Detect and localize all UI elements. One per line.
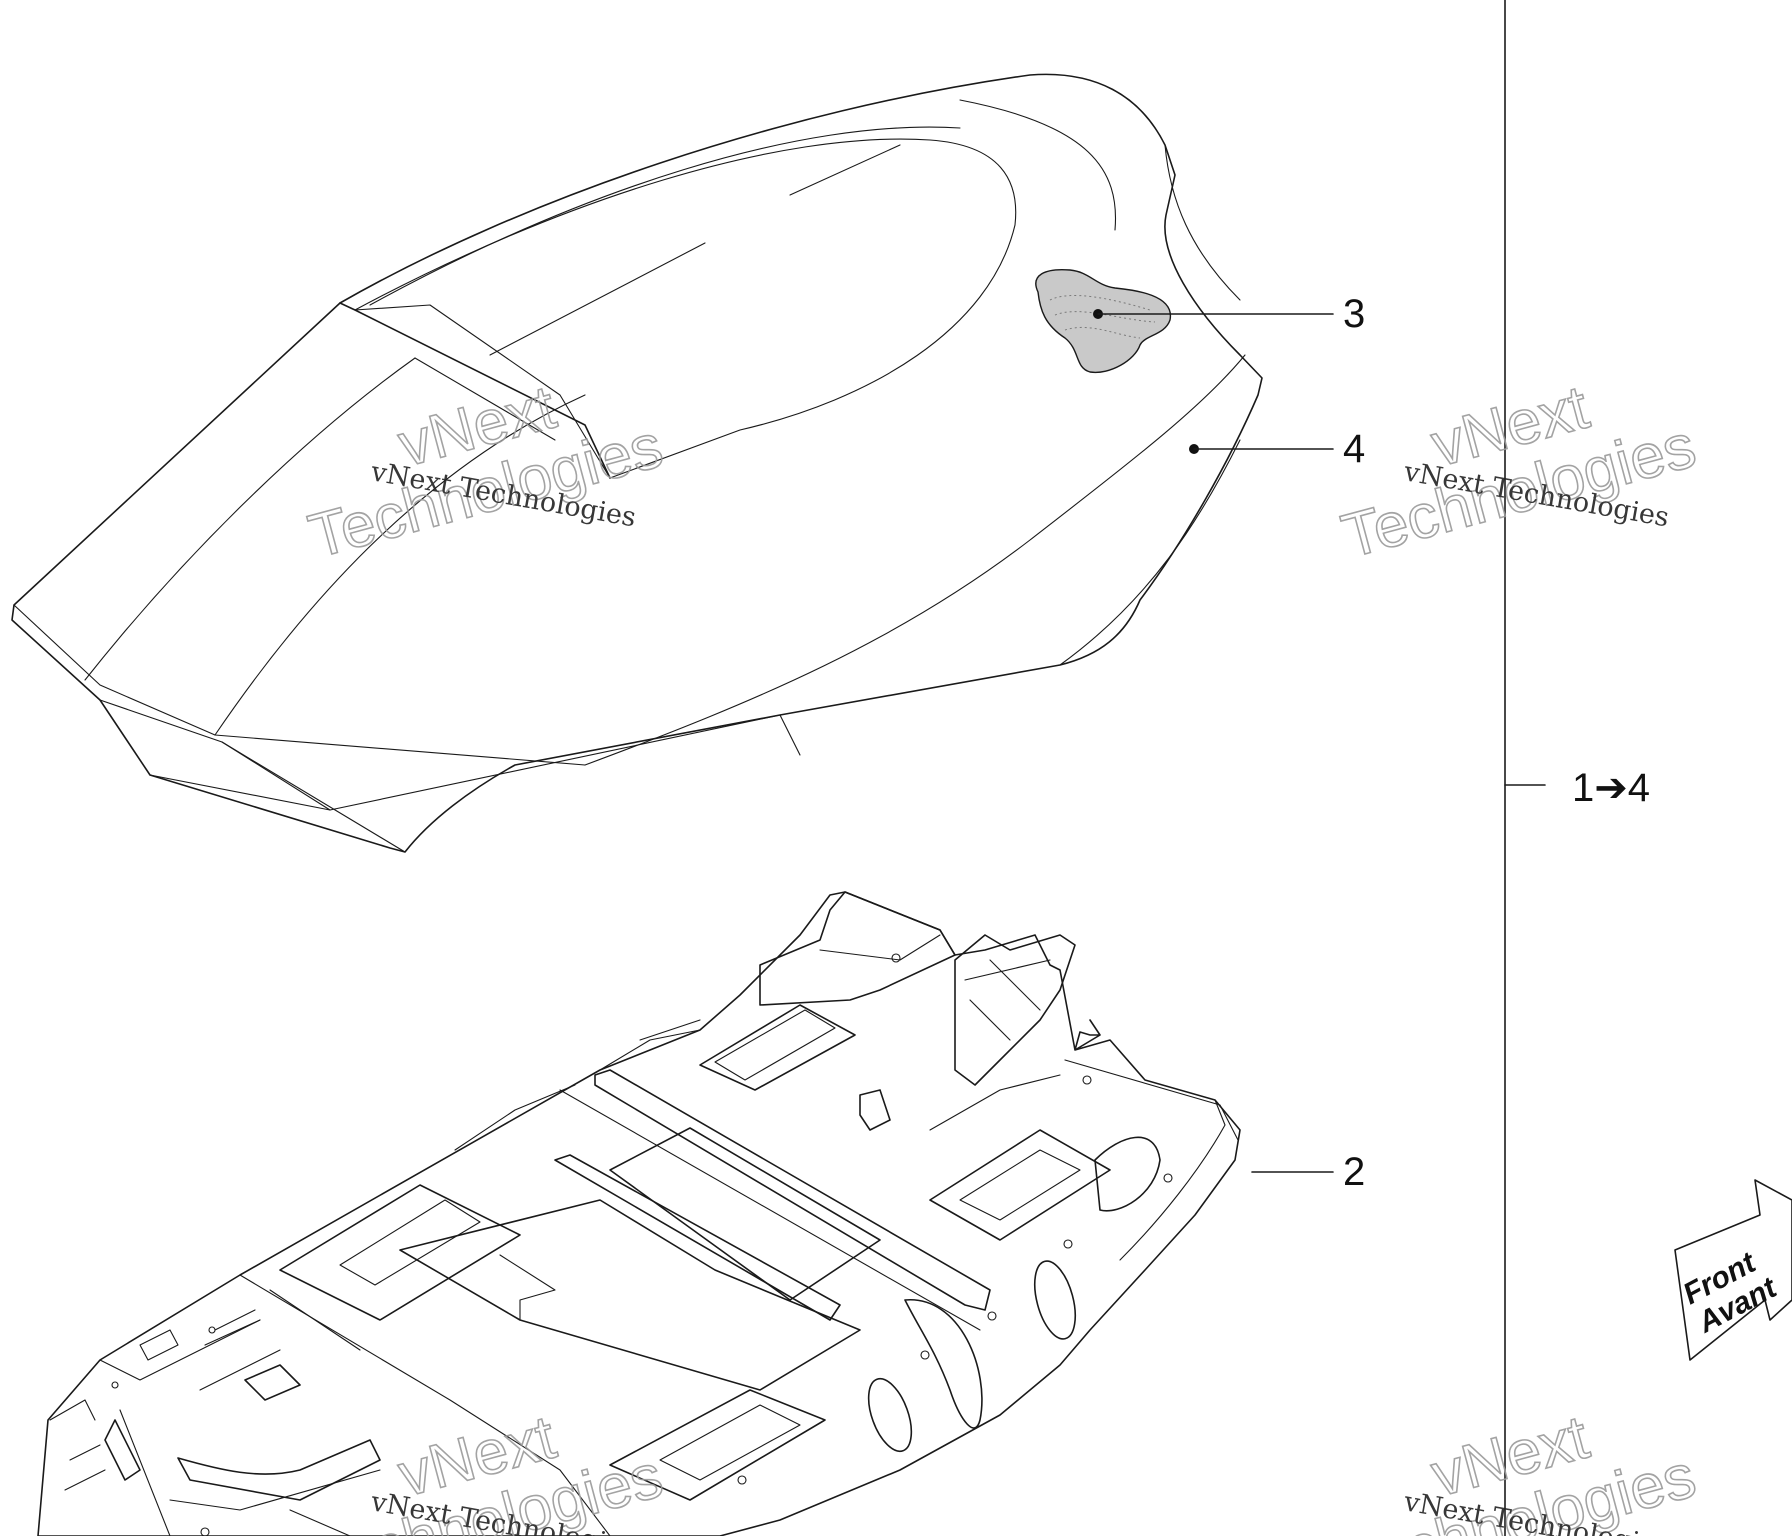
assembly-bracket bbox=[1504, 0, 1546, 1536]
callout-label-assembly: 1➔4 bbox=[1572, 766, 1650, 810]
fastener-holes bbox=[111, 953, 1173, 1536]
front-direction-arrow: Front Avant bbox=[1674, 1179, 1792, 1361]
seat-base-drawing bbox=[37, 891, 1241, 1536]
callout-leader-3 bbox=[1093, 309, 1334, 319]
watermark-3: vNext Technologies vNext Technologies bbox=[301, 1402, 670, 1536]
callout-label-2: 2 bbox=[1343, 1150, 1365, 1194]
callout-label-4: 4 bbox=[1343, 427, 1365, 471]
watermark-2: vNext Technologies vNext Technologies bbox=[1334, 372, 1703, 573]
callout-label-3: 3 bbox=[1343, 292, 1365, 336]
callout-leader-4 bbox=[1189, 444, 1334, 454]
watermark-4: vNext Technologies vNext Technologies bbox=[1334, 1402, 1703, 1536]
watermark-1: vNext Technologies vNext Technologies bbox=[301, 372, 670, 573]
seat-cover-drawing bbox=[11, 73, 1263, 853]
